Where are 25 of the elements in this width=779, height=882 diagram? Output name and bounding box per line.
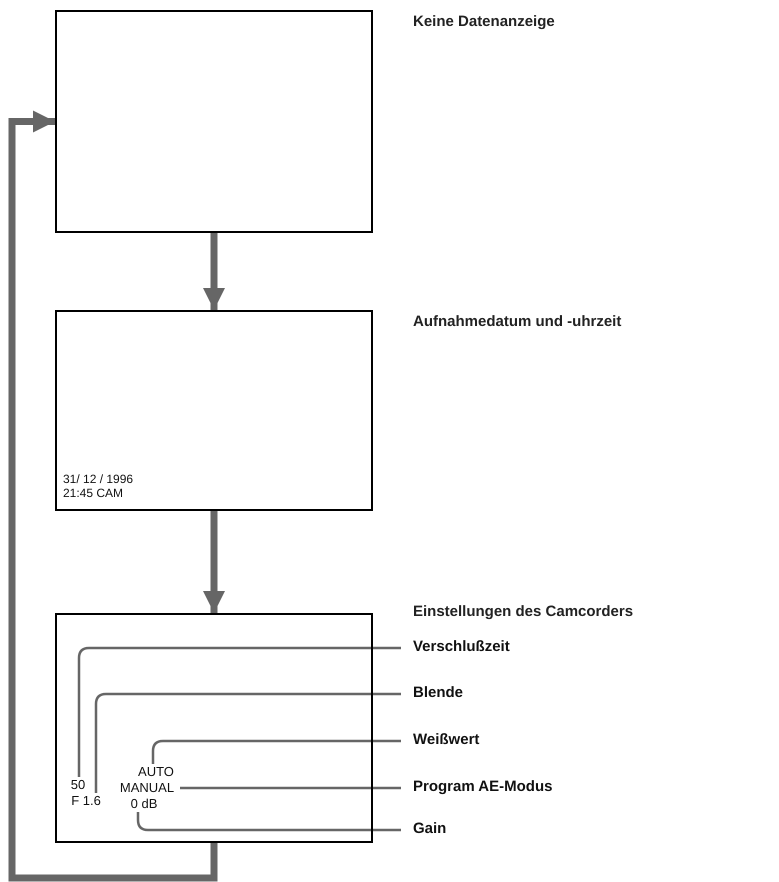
screen-frame — [55, 10, 373, 233]
section-heading: Einstellungen des Camcorders — [413, 603, 634, 620]
screen-readout: 21:45 CAM — [63, 486, 124, 501]
callout-label: Verschlußzeit — [413, 638, 510, 656]
leader-line — [94, 692, 401, 793]
screen-caption: Aufnahmedatum und -uhrzeit — [413, 313, 622, 330]
screen-readout: MANUAL — [114, 780, 180, 796]
screen-readout: 50 — [66, 777, 90, 793]
screen-readout: AUTO — [133, 764, 179, 780]
leader-line — [78, 646, 401, 777]
callout-label: Blende — [413, 684, 464, 702]
arrow — [203, 233, 225, 310]
arrow — [203, 511, 225, 613]
screen-caption: Keine Datenanzeige — [413, 13, 555, 30]
leader-line — [180, 786, 401, 790]
callout-label: Weißwert — [413, 731, 480, 749]
screen-readout: 31/ 12 / 1996 — [63, 472, 134, 486]
screen-readout: 0 dB — [124, 796, 164, 812]
callout-label: Program AE-Modus — [413, 778, 552, 796]
screen-frame — [55, 310, 373, 511]
callout-label: Gain — [413, 820, 446, 838]
screen-readout: F 1.6 — [66, 793, 106, 809]
leader-line — [152, 740, 401, 764]
arrow — [8, 110, 218, 882]
screen-frame — [55, 613, 373, 843]
